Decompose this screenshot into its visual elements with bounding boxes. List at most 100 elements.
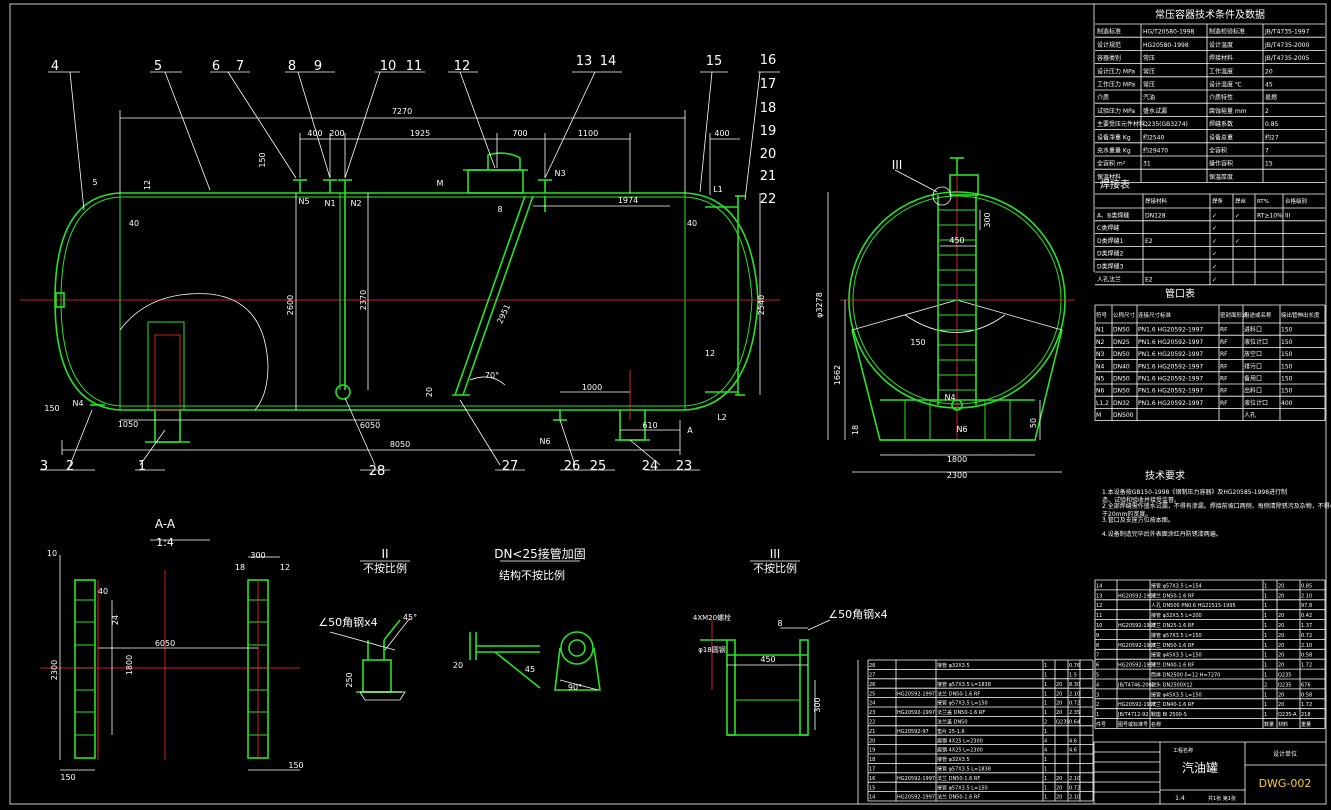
nozzle-cell-2-0: N3 [1096, 351, 1104, 358]
nozzle-header-2: 连接尺寸标准 [1138, 311, 1172, 319]
detail3-450: 450 [760, 655, 775, 664]
part-bottom-2-3: 1 [1044, 682, 1047, 688]
tech-cell-11-2: 保温厚度 [1209, 173, 1233, 181]
weld-cell-0-0: A、B类焊缝 [1097, 211, 1129, 219]
balloon-7: 7 [236, 59, 244, 74]
nozzle-tag-l2: L2 [717, 413, 727, 422]
aa-dim-6050: 6050 [155, 639, 175, 648]
nozzle-header-4: 用途或名称 [1244, 311, 1272, 319]
part-top-6-2: 法兰 DN50-1.6 RF [1151, 642, 1194, 649]
part-top-7-4: 20 [1278, 653, 1284, 659]
part-top-0-5: 0.85 [1301, 583, 1312, 589]
part-top-10-4: Q235 [1278, 682, 1291, 688]
balloon-9: 9 [314, 59, 322, 74]
part-top-12-3: 1 [1264, 702, 1267, 708]
aa-dim-18: 18 [235, 563, 245, 572]
weld-cell-2-2: ✓ [1212, 238, 1217, 245]
balloon-11: 11 [406, 59, 423, 74]
part-bottom-5-5: 2.35 [1069, 710, 1080, 716]
part-bottom-13-3: 1 [1044, 785, 1047, 791]
weld-cell-2-3: ✓ [1235, 238, 1240, 245]
tech-cell-0-3: JB/T4735-1997 [1264, 29, 1309, 36]
nozzle-cell-6-4: 液位计口 [1244, 399, 1268, 407]
part-bottom-9-3: 4 [1044, 748, 1047, 754]
tech-cell-7-1: Q235(GB3274) [1143, 121, 1188, 128]
end-nozzle-n6: N6 [956, 425, 967, 434]
detail2-title: II [381, 547, 388, 561]
part-bottom-13-2: 接管 φ57X3.5 L=150 [937, 784, 988, 791]
part-bottom-14-5: 2.10 [1069, 795, 1080, 801]
part-top-3-2: 接管 φ32X3.5 L=200 [1151, 612, 1202, 619]
nozzle-cell-5-4: 出料口 [1244, 387, 1262, 395]
tech-cell-4-3: 45 [1265, 82, 1273, 89]
tech-cell-7-2: 焊缝系数 [1209, 120, 1233, 128]
dim-overall: 7270 [392, 107, 412, 116]
nozzle-cell-6-3: RF [1220, 400, 1228, 407]
weld-header-1: 焊接材料 [1145, 197, 1168, 205]
dim-d2600: 2600 [286, 295, 295, 315]
nozzle-tag-n4: N4 [72, 399, 83, 408]
nozzle-cell-4-4: 备用口 [1244, 375, 1262, 383]
part-top-2-2: 人孔 DN500 PN0.6 HG21515-1995 [1151, 602, 1236, 609]
part-bottom-8-5: 4.6 [1069, 738, 1077, 744]
section-aa-title: A-A [155, 517, 176, 531]
dim-d610: 610 [642, 421, 657, 430]
part-top-2-5: 97.8 [1301, 603, 1312, 609]
part-top-1-4: 20 [1278, 593, 1284, 599]
tech-cell-5-0: 介质 [1097, 94, 1109, 102]
nozzle-cell-1-0: N2 [1096, 339, 1104, 346]
tech-cell-0-2: 制造检验标准 [1209, 28, 1245, 36]
balloon-25: 25 [590, 459, 607, 474]
detail3-8: 8 [777, 619, 782, 628]
part-top-4-1: HG20592-1997 [1118, 623, 1156, 629]
tech-cell-3-1: 常压 [1143, 67, 1155, 75]
tech-cell-3-2: 工作温度 [1209, 67, 1233, 75]
part-bottom-4-3: 1 [1044, 701, 1047, 707]
dim-d1974: 1974 [618, 196, 638, 205]
part-top-11-0: 3 [1096, 692, 1099, 698]
detail-dn-20: 20 [453, 661, 463, 670]
detail3-label3: φ18圆钢 [698, 645, 726, 654]
weld-cell-5-0: 人孔法兰 [1097, 275, 1121, 283]
tech-cell-0-0: 制造标准 [1097, 28, 1121, 36]
part-header-2: 名称 [1151, 721, 1161, 728]
part-top-11-3: 1 [1264, 692, 1267, 698]
part-top-9-2: 筒体 DN2500 δ=12 H=7270 [1151, 672, 1220, 679]
part-top-2-3: 1 [1264, 603, 1267, 609]
nozzle-cell-4-3: RF [1220, 376, 1228, 383]
balloon-10: 10 [380, 59, 397, 74]
dim-d2540: 2540 [757, 295, 766, 315]
tech-cell-1-3: JB/T4735-2000 [1264, 42, 1309, 49]
part-top-0-0: 14 [1096, 583, 1102, 589]
balloon-18: 18 [760, 101, 777, 116]
dim-d8050: 8050 [390, 440, 410, 449]
part-bottom-13-4: 20 [1056, 785, 1062, 791]
part-bottom-6-2: 法兰盖 DN50 [937, 719, 968, 726]
weld-header-2: 焊条 [1212, 197, 1224, 205]
part-bottom-4-0: 24 [869, 701, 875, 707]
part-bottom-5-2: 法兰盖 DN50-1.6 RF [937, 709, 985, 716]
weld-header-3: 焊丝 [1235, 197, 1247, 205]
nozzle-cell-5-1: DN50 [1113, 388, 1130, 395]
part-top-1-2: 法兰 DN50-1.6 RF [1151, 592, 1194, 599]
part-bottom-12-0: 16 [869, 776, 875, 782]
requirements-title: 技术要求 [1145, 469, 1185, 482]
part-bottom-1-0: 27 [869, 673, 875, 679]
part-top-9-4: Q235 [1278, 673, 1291, 679]
part-bottom-0-2: 接管 φ32X3.5 [937, 662, 970, 669]
requirement-3-0: 4.设备制造完毕后外表面涂红丹防锈漆两遍。 [1102, 530, 1222, 538]
part-bottom-3-4: 20 [1056, 691, 1062, 697]
tech-cell-8-1: 约2540 [1143, 133, 1164, 141]
part-bottom-8-3: 4 [1044, 738, 1047, 744]
part-top-0-3: 1 [1264, 583, 1267, 589]
nozzle-cell-0-2: PN1.6 HG20592-1997 [1138, 327, 1203, 334]
part-bottom-0-5: 0.76 [1069, 663, 1080, 669]
title-scale: 1:4 [1175, 795, 1185, 802]
nozzle-header-5: 接出管伸出长度 [1281, 311, 1320, 319]
tech-cell-8-2: 设备总重 [1209, 133, 1233, 141]
balloon-19: 19 [760, 124, 777, 139]
dim-d6050: 6050 [360, 421, 380, 430]
nozzle-cell-5-2: PN1.6 HG20592-1997 [1138, 388, 1203, 395]
part-bottom-12-1: HG20592-1997 [897, 776, 935, 782]
part-bottom-4-2: 接管 φ57X3.5 L=150 [937, 700, 988, 707]
